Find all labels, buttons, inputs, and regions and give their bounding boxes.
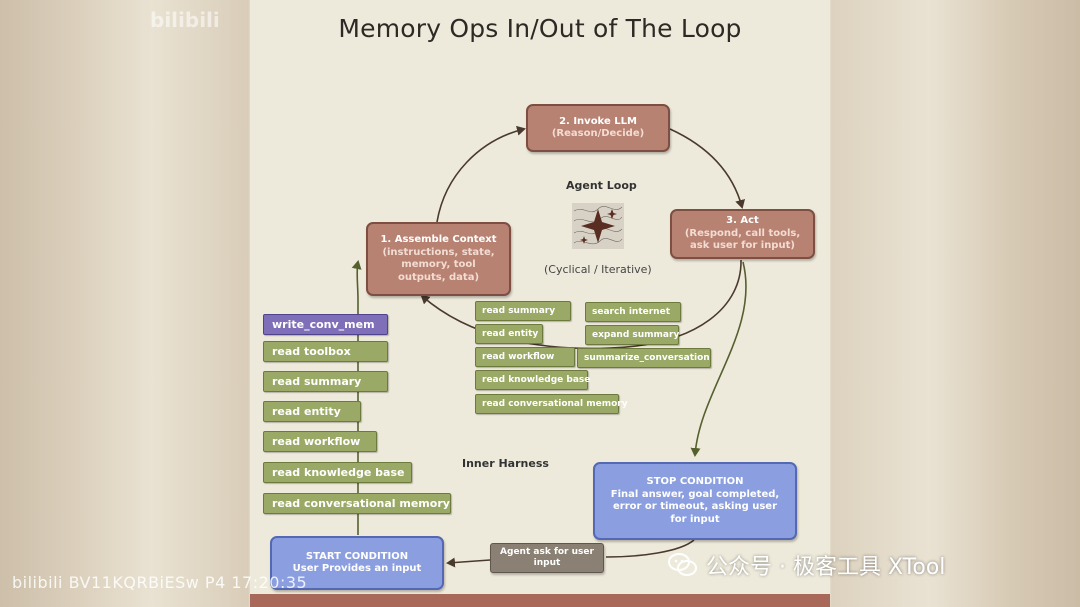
left-item-read-workflow: read workflow bbox=[263, 431, 377, 452]
inner-item-search-internet: search internet bbox=[585, 302, 681, 322]
arrow-invoke-to-act bbox=[670, 129, 742, 207]
node-act-sub: (Respond, call tools, ask user for input… bbox=[678, 228, 807, 253]
left-item-read-knowledge-base: read knowledge base bbox=[263, 462, 412, 483]
node-assemble-sub: (instructions, state, memory, tool outpu… bbox=[376, 247, 501, 285]
left-item-read-toolbox: read toolbox bbox=[263, 341, 388, 362]
left-item-read-conversational-memory: read conversational memory bbox=[263, 493, 451, 514]
node-stop-sub: Final answer, goal completed, error or t… bbox=[605, 489, 785, 527]
node-invoke-llm-sub: (Reason/Decide) bbox=[552, 128, 644, 141]
node-start-title: START CONDITION bbox=[306, 551, 408, 564]
node-invoke-llm: 2. Invoke LLM (Reason/Decide) bbox=[526, 104, 670, 152]
inner-item-read-workflow: read workflow bbox=[475, 347, 575, 367]
node-agent-ask: Agent ask for user input bbox=[490, 543, 604, 573]
left-item-read-summary: read summary bbox=[263, 371, 388, 392]
left-item-read-entity: read entity bbox=[263, 401, 361, 422]
node-act: 3. Act (Respond, call tools, ask user fo… bbox=[670, 209, 815, 259]
node-invoke-llm-title: 2. Invoke LLM bbox=[559, 116, 637, 129]
watermark-bottom-right: 公众号 · 极客工具 XTool bbox=[668, 549, 945, 581]
arrow-ask-to-start bbox=[448, 560, 490, 563]
inner-item-read-entity: read entity bbox=[475, 324, 543, 344]
inner-item-expand-summary: expand summary bbox=[585, 325, 679, 345]
node-agent-ask-label: Agent ask for user input bbox=[491, 547, 603, 570]
cyclical-label: (Cyclical / Iterative) bbox=[544, 263, 652, 276]
node-assemble-title: 1. Assemble Context bbox=[380, 234, 496, 247]
watermark-account-text: 公众号 · 极客工具 XTool bbox=[706, 549, 945, 581]
node-stop-title: STOP CONDITION bbox=[647, 476, 744, 489]
watermark-bottom-left: bilibili BV11KQRBiESw P4 17:20:35 bbox=[12, 573, 307, 592]
inner-item-read-summary: read summary bbox=[475, 301, 571, 321]
left-item-write-conv-mem: write_conv_mem bbox=[263, 314, 388, 335]
agent-loop-label: Agent Loop bbox=[566, 179, 637, 192]
node-act-title: 3. Act bbox=[726, 215, 759, 228]
wechat-icon bbox=[668, 552, 698, 578]
sparkle-icon bbox=[572, 203, 624, 249]
inner-harness-label: Inner Harness bbox=[462, 457, 549, 470]
node-stop-condition: STOP CONDITION Final answer, goal comple… bbox=[593, 462, 797, 540]
arrow-assemble-to-invoke bbox=[437, 129, 524, 222]
node-start-sub: User Provides an input bbox=[293, 563, 422, 576]
inner-item-summarize-conversation: summarize_conversation bbox=[577, 348, 711, 368]
inner-item-read-knowledge-base: read knowledge base bbox=[475, 370, 588, 390]
node-assemble-context: 1. Assemble Context (instructions, state… bbox=[366, 222, 511, 296]
inner-item-read-conversational-memory: read conversational memory bbox=[475, 394, 619, 414]
